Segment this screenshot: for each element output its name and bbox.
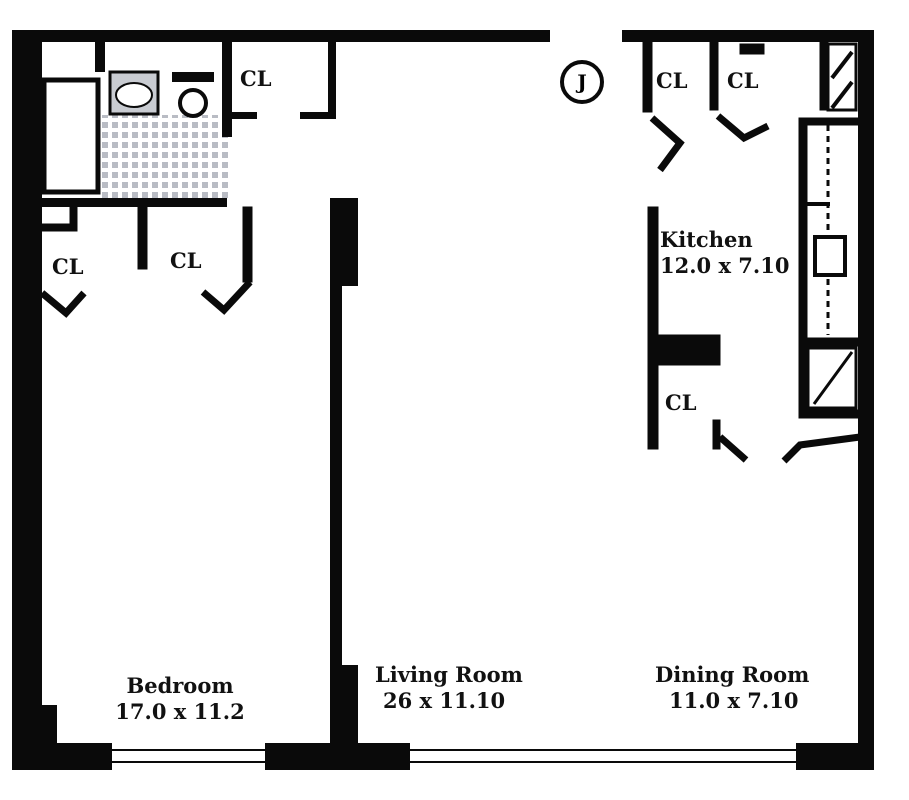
bathroom-floor (100, 115, 228, 200)
entry-marker-circle (560, 60, 604, 104)
closet-label: CL (240, 66, 272, 91)
closet-label: CL (665, 390, 697, 415)
bedroom-name: Bedroom (126, 673, 234, 698)
toilet-tank (172, 72, 214, 82)
dining-room-dims: 11.0 x 7.10 (669, 688, 799, 713)
windows (112, 749, 796, 763)
bathroom (41, 42, 232, 207)
bedroom-dims: 17.0 x 11.2 (115, 699, 245, 724)
closet-label: CL (656, 68, 688, 93)
bedroom-closets (39, 206, 253, 318)
living-room-name: Living Room (375, 662, 523, 687)
toilet-bowl (178, 88, 208, 118)
closet-label: CL (52, 254, 84, 279)
kitchen-label: Kitchen 12.0 x 7.10 (660, 227, 789, 279)
bedroom-living-wall (330, 198, 358, 746)
closet-label: CL (170, 248, 202, 273)
kitchen-appliances (739, 42, 858, 410)
kitchen-walls (642, 41, 861, 464)
stove (813, 235, 847, 277)
bathtub (41, 77, 101, 195)
outer-walls (12, 30, 874, 770)
closet-upper-middle (232, 42, 336, 119)
living-room-dims: 26 x 11.10 (383, 688, 506, 713)
dining-room-label: Dining Room 11.0 x 7.10 (655, 662, 809, 714)
closet-label: CL (727, 68, 759, 93)
kitchen-dims: 12.0 x 7.10 (660, 253, 790, 278)
bedroom-label: Bedroom 17.0 x 11.2 (105, 673, 255, 725)
dining-room-name: Dining Room (655, 662, 810, 687)
kitchen-name: Kitchen (660, 227, 753, 252)
entry-marker-label: J (577, 70, 587, 94)
living-room-label: Living Room 26 x 11.10 (375, 662, 523, 714)
